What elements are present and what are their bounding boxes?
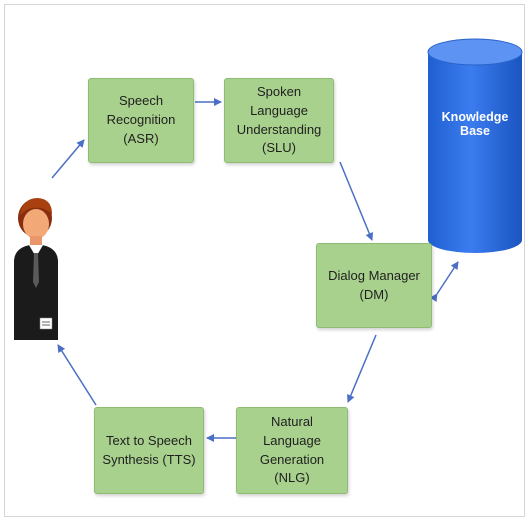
node-label: Natural Language Generation (NLG) bbox=[259, 413, 325, 486]
node-spoken-language-understanding: Spoken Language Understanding (SLU) bbox=[224, 78, 334, 163]
person-icon bbox=[14, 198, 58, 340]
node-label: Dialog Manager (DM) bbox=[328, 267, 420, 302]
node-label: Spoken Language Understanding (SLU) bbox=[236, 83, 322, 156]
node-speech-recognition: Speech Recognition (ASR) bbox=[88, 78, 194, 163]
arrow-tts-to-user bbox=[57, 344, 97, 406]
arrow-user-to-asr bbox=[51, 139, 85, 179]
node-label: Speech Recognition (ASR) bbox=[106, 93, 176, 146]
arrow-dm-kb bbox=[429, 261, 459, 303]
node-label: Text to Speech Synthesis (TTS) bbox=[102, 432, 196, 467]
arrow-slu-to-dm bbox=[339, 161, 374, 241]
node-natural-language-generation: Natural Language Generation (NLG) bbox=[236, 407, 348, 494]
arrow-dm-to-nlg bbox=[347, 334, 377, 403]
node-text-to-speech: Text to Speech Synthesis (TTS) bbox=[94, 407, 204, 494]
database-cylinder-icon bbox=[427, 38, 523, 253]
node-dialog-manager: Dialog Manager (DM) bbox=[316, 243, 432, 328]
knowledge-base-label: Knowledge Base bbox=[441, 110, 509, 138]
